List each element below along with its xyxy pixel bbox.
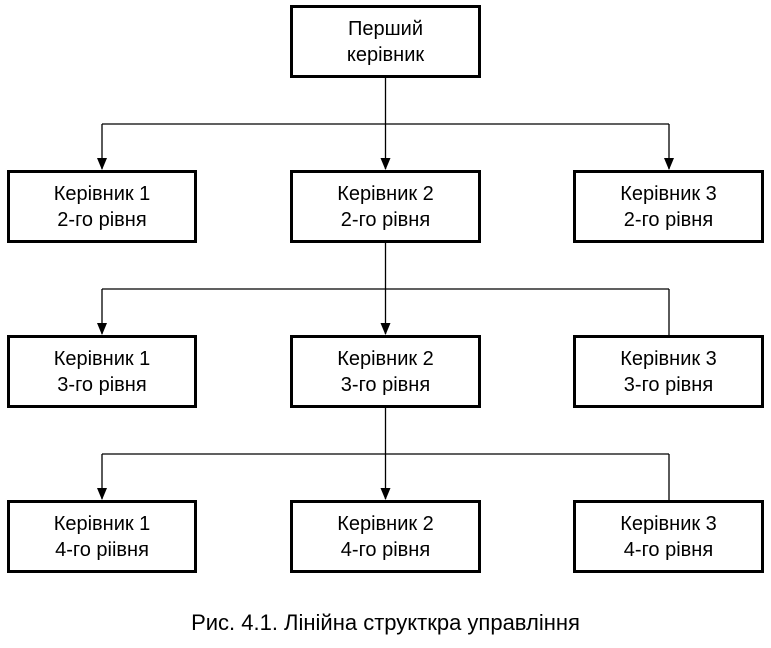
connector-level3-to-level4 bbox=[97, 408, 670, 500]
node-level: 4-го рівня bbox=[340, 538, 431, 561]
node-title: Керівник 3 bbox=[620, 182, 717, 205]
node-manager-1-level-2: Керівник 1 2-го рівня bbox=[7, 170, 197, 243]
node-title: Керівник 2 bbox=[337, 512, 434, 535]
node-title: Керівник 3 bbox=[620, 512, 717, 535]
node-level: 3-го рівня bbox=[57, 373, 147, 396]
node-level: 2-го рівня bbox=[57, 208, 147, 231]
node-first-manager-line2: керівник bbox=[346, 43, 425, 66]
node-level: 4-го ріівня bbox=[55, 538, 149, 561]
node-manager-1-level-4: Керівник 1 4-го ріівня bbox=[7, 500, 197, 573]
node-manager-2-level-3: Керівник 2 3-го рівня bbox=[290, 335, 481, 408]
node-title: Керівник 1 bbox=[53, 347, 151, 370]
node-title: Керівник 1 bbox=[53, 512, 151, 535]
node-title: Керівник 2 bbox=[337, 347, 434, 370]
node-first-manager-line1: Перший bbox=[347, 17, 423, 40]
node-level: 2-го рівня bbox=[623, 208, 714, 231]
node-level: 2-го рівня bbox=[340, 208, 431, 231]
node-title: Керівник 3 bbox=[620, 347, 717, 370]
node-manager-2-level-2: Керівник 2 2-го рівня bbox=[290, 170, 481, 243]
node-title: Керівник 1 bbox=[53, 182, 151, 205]
node-manager-2-level-4: Керівник 2 4-го рівня bbox=[290, 500, 481, 573]
node-manager-3-level-4: Керівник 3 4-го рівня bbox=[573, 500, 764, 573]
node-title: Керівник 2 bbox=[337, 182, 434, 205]
node-manager-3-level-3: Керівник 3 3-го рівня bbox=[573, 335, 764, 408]
figure-caption: Рис. 4.1. Лінійна структкра управління bbox=[191, 610, 580, 635]
node-first-manager: Перший керівник bbox=[290, 5, 481, 78]
node-level: 3-го рівня bbox=[623, 373, 714, 396]
node-manager-3-level-2: Керівник 3 2-го рівня bbox=[573, 170, 764, 243]
node-manager-1-level-3: Керівник 1 3-го рівня bbox=[7, 335, 197, 408]
connector-level2-to-level3 bbox=[97, 243, 670, 335]
node-level: 3-го рівня bbox=[340, 373, 431, 396]
node-level: 4-го рівня bbox=[623, 538, 714, 561]
connector-top-to-level2 bbox=[97, 78, 674, 170]
